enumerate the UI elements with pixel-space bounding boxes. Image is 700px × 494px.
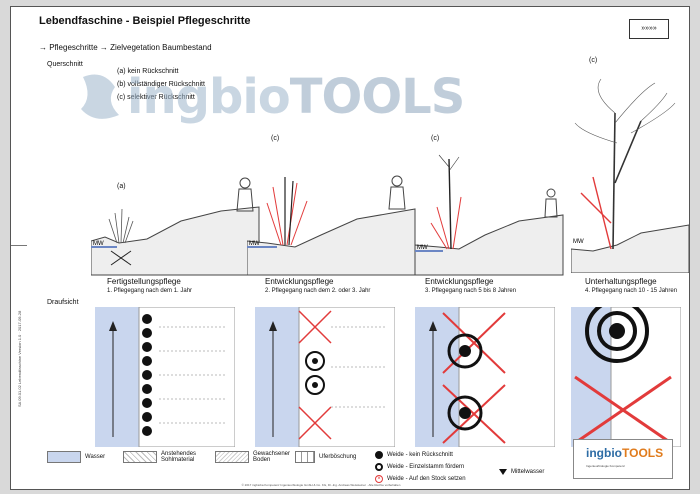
legend-mittelwasser: Mittelwasser [499, 469, 544, 475]
legend-boden-label: Gewachsener Boden [253, 451, 291, 463]
plan-sheet: Lebendfaschine - Beispiel Pflegeschritte… [10, 6, 690, 490]
cross-section-1: MW [91, 177, 260, 276]
plan-view-2 [255, 307, 395, 447]
legend-weide-kein-label: Weide - kein Rückschnitt [387, 452, 453, 458]
filled-circle-icon [375, 451, 383, 459]
watermark-logo: ingbioTOOLS [75, 65, 475, 135]
legend-ufer: Uferböschung [295, 451, 356, 463]
next-page-button[interactable]: »»»» [629, 19, 669, 39]
plan-view-4 [571, 307, 681, 447]
watermark-icon [81, 74, 119, 119]
legend-weide-einzel: Weide - Einzelstamm fördern [375, 463, 464, 471]
stage-3-sub: 3. Pflegegang nach 5 bis 8 Jahren [425, 288, 517, 294]
stage-4-heading: Unterhaltungspflege [585, 277, 657, 286]
plan-view-1 [95, 307, 235, 447]
cross-circle-icon: × [375, 475, 383, 483]
logo-prefix: ingbio [586, 446, 622, 460]
page-subtitle: → Pflegeschritte → Zielvegetation Baumbe… [39, 43, 212, 52]
gravel-swatch-icon [123, 451, 157, 463]
svg-text:MW: MW [93, 241, 104, 247]
pruning-options: (a) kein Rückschnitt (b) vollständiger R… [117, 65, 205, 104]
legend-schotter: Anstehendes Sohlmaterial [123, 451, 207, 463]
fold-mark [11, 245, 27, 246]
arrow-chevrons-icon: »»»» [641, 25, 657, 32]
footer-copyright: © 2017 ingbioba Kompetenz Ingenieurbiolo… [241, 483, 401, 487]
legend-boden: Gewachsener Boden [215, 451, 297, 463]
svg-text:MW: MW [417, 245, 428, 251]
querschnitt-label: Querschnitt [47, 61, 83, 68]
water-level-icon [499, 469, 507, 475]
document-version-note: SA 09.01.02 Lebendfaschine Version 1.0 ·… [17, 310, 22, 407]
stage-1-heading: Fertigstellungspflege [107, 277, 181, 286]
bank-swatch-icon [295, 451, 315, 463]
water-swatch-icon [47, 451, 81, 463]
legend-schotter-label: Anstehendes Sohlmaterial [161, 451, 197, 463]
legend-wasser: Wasser [47, 451, 105, 463]
page-title: Lebendfaschine - Beispiel Pflegeschritte [39, 15, 251, 27]
plan-view-3 [415, 307, 555, 447]
watermark-brand: TOOLS [289, 69, 466, 125]
cross-section-4: MW [571, 78, 689, 273]
ring-circle-icon [375, 463, 383, 471]
stage-2-heading: Entwicklungspflege [265, 277, 334, 286]
company-logo: ingbioTOOLS Ingenieurbiologie Kompetenz [573, 439, 673, 479]
legend-wasser-label: Wasser [85, 454, 106, 460]
stage-2-marker: (c) [271, 135, 280, 142]
legend-weide-stock: × Weide - Auf den Stock setzen [375, 475, 466, 483]
logo-subline: Ingenieurbiologie Kompetenz [586, 464, 625, 468]
option-b: (b) vollständiger Rückschnitt [117, 81, 205, 88]
cross-section-3: MW [415, 154, 564, 276]
stage-1-sub: 1. Pflegegang nach dem 1. Jahr [107, 288, 193, 294]
legend-weide-einzel-label: Weide - Einzelstamm fördern [387, 464, 465, 470]
legend-weide-stock-label: Weide - Auf den Stock setzen [387, 476, 466, 482]
stage-4-sub: 4. Pflegegang nach 10 - 15 Jahren [585, 288, 678, 294]
stage-4-marker: (c) [589, 57, 598, 64]
soil-swatch-icon [215, 451, 249, 463]
cross-section-2: MW [247, 175, 416, 276]
option-c: (c) selektiver Rückschnitt [117, 94, 195, 101]
stage-2-sub: 2. Pflegegang nach dem 2. oder 3. Jahr [265, 288, 371, 294]
svg-text:MW: MW [573, 239, 584, 245]
option-a: (a) kein Rückschnitt [117, 68, 179, 75]
legend-weide-kein: Weide - kein Rückschnitt [375, 451, 453, 459]
stage-3-marker: (c) [431, 135, 440, 142]
legend-ufer-label: Uferböschung [319, 454, 357, 460]
stage-1-marker: (a) [117, 183, 126, 190]
logo-brand: TOOLS [622, 446, 664, 460]
watermark-prefix: ingbio [127, 69, 291, 125]
svg-text:MW: MW [249, 241, 260, 247]
legend-mittelwasser-label: Mittelwasser [511, 469, 545, 475]
draufsicht-label: Draufsicht [47, 299, 79, 306]
stage-3-heading: Entwicklungspflege [425, 277, 494, 286]
